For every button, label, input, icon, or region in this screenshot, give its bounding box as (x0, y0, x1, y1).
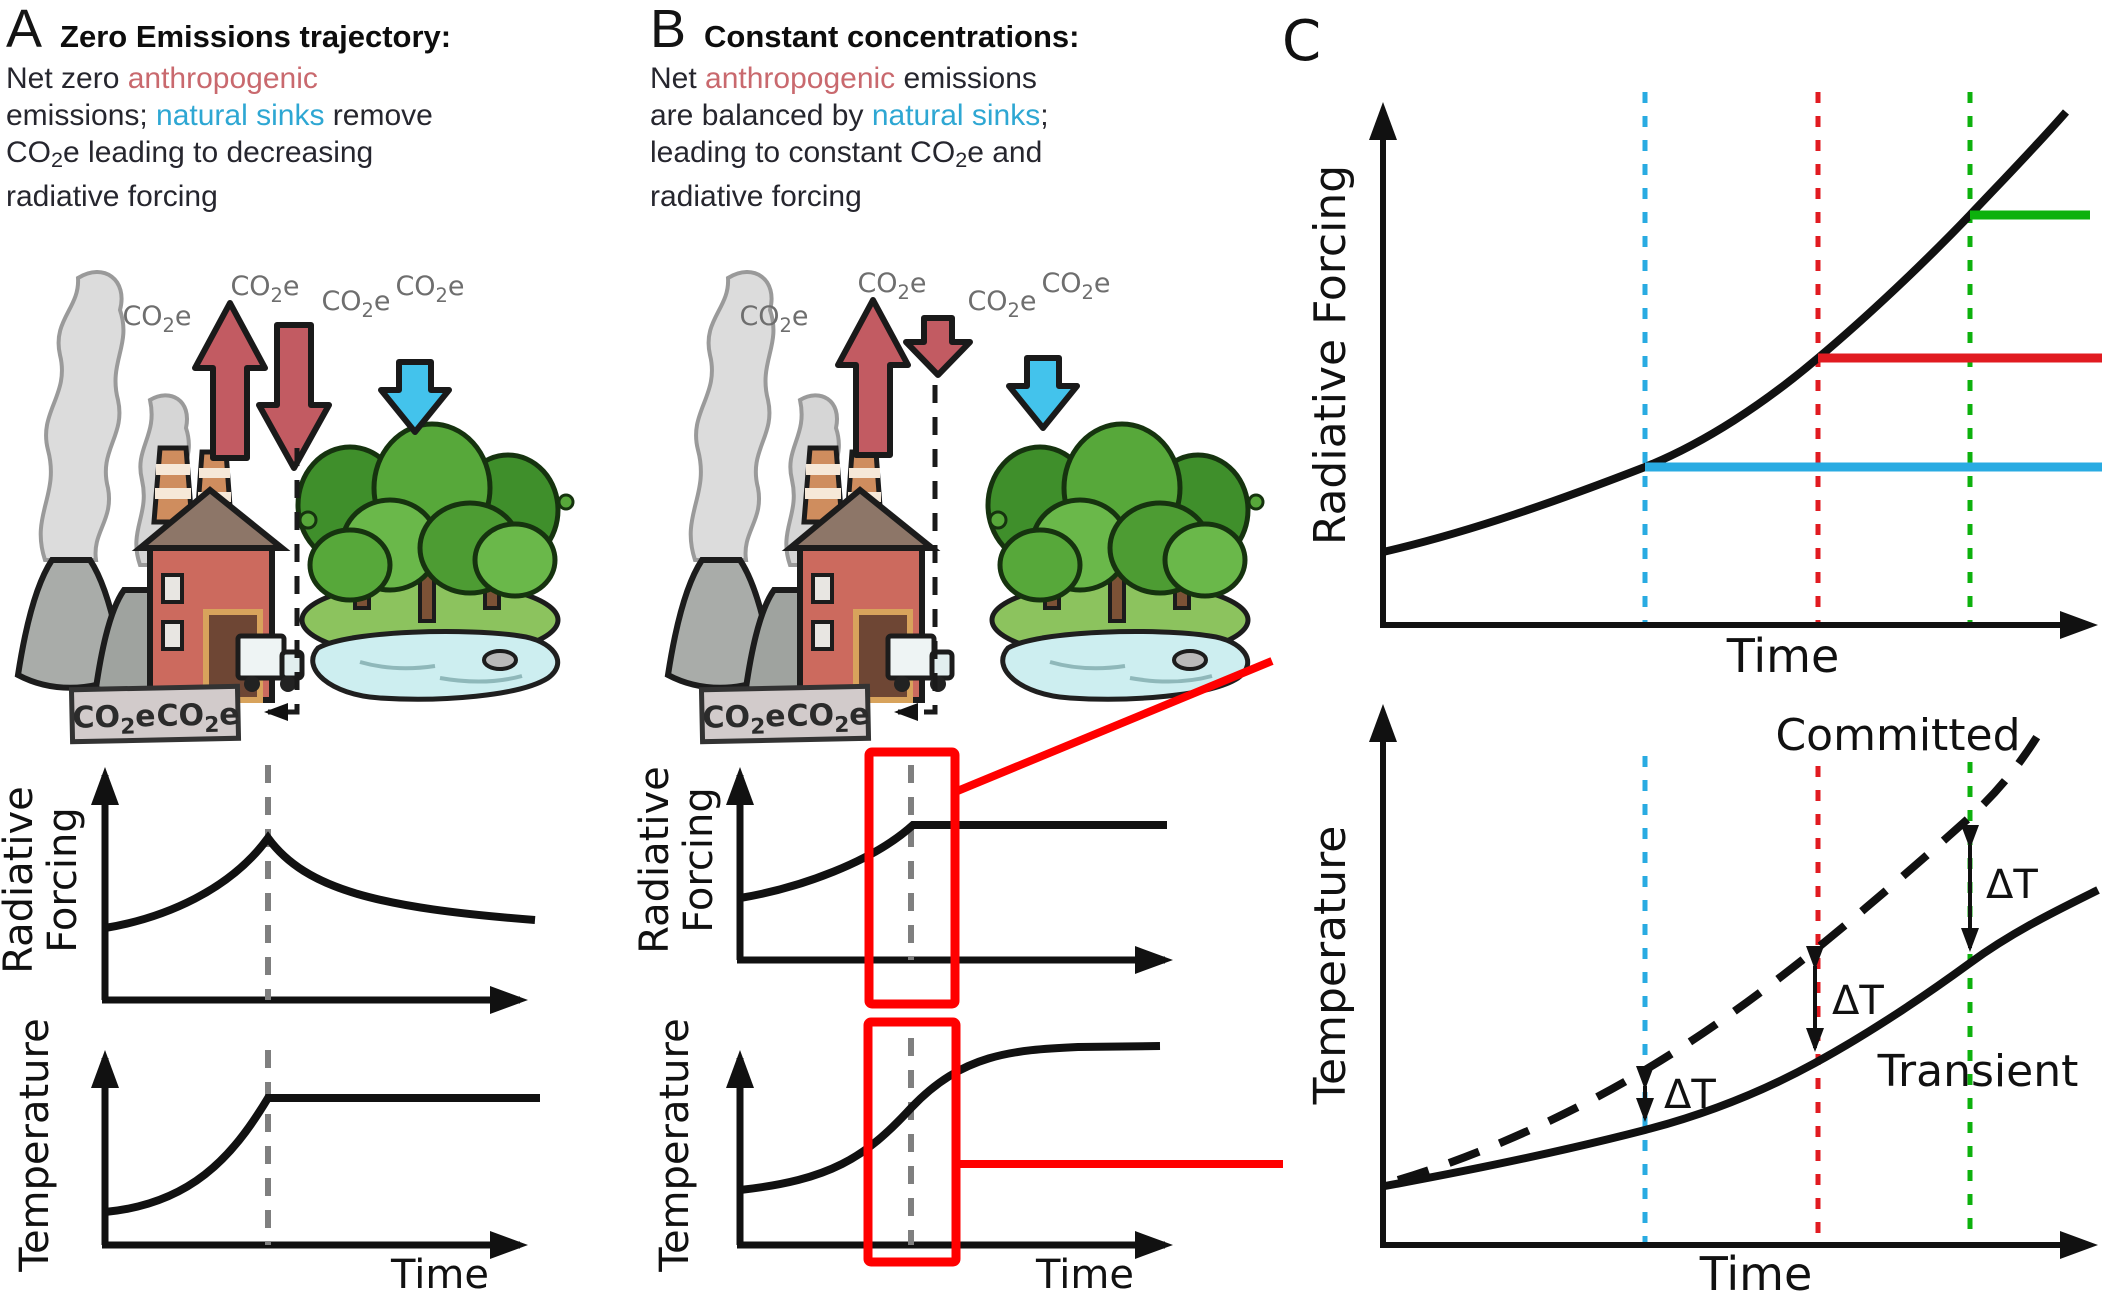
delta-t-label-red: ΔT (1832, 978, 1884, 1024)
highlight-anthropogenic: anthropogenic (127, 62, 318, 95)
co2e-accumulation-box-b: CO2e CO2e (698, 683, 872, 745)
factory-illustration-a (18, 272, 302, 700)
co2e-sky-labels-a: CO2e CO2e CO2e CO2e (122, 271, 464, 337)
co2e-sky-labels-b: CO2e CO2e CO2e CO2e (739, 268, 1110, 337)
svg-text:CO2e: CO2e (230, 271, 299, 307)
highlight-anthropogenic: anthropogenic (705, 62, 896, 95)
panel-a-rf-graph: Radiative Forcing (0, 765, 536, 1014)
rf-ylabel-line1: Radiative (632, 766, 678, 954)
panel-b-body-line-2: are balanced by natural sinks; (650, 99, 1049, 132)
delta-t-label-green: ΔT (1986, 862, 2038, 908)
temp-ylabel: Temperature (652, 1018, 698, 1272)
time-label: Time (390, 1252, 489, 1297)
panel-a-letter: A (6, 0, 43, 59)
panel-b-rf-graph: Radiative Forcing (632, 765, 1173, 974)
panel-b-title: Constant concentrations: (704, 19, 1080, 54)
svg-text:CO2e: CO2e (786, 697, 870, 739)
highlight-natural-sinks: natural sinks (156, 99, 325, 132)
panel-c-rf-graph: Radiative Forcing Time (1305, 92, 2102, 683)
svg-text:CO2e: CO2e (967, 286, 1036, 322)
zoom-callout-diagonal (953, 657, 1274, 796)
svg-text:CO2e: CO2e (702, 699, 786, 741)
natural-sink-arrow-a (378, 359, 452, 435)
temp-curve (739, 1042, 1161, 1194)
balance-dashed-connector-b (894, 385, 938, 721)
panel-b-caption: B Constant concentrations: Net anthropog… (650, 2, 1230, 215)
panel-c-letter: C (1282, 9, 1321, 74)
panel-b-heading: B Constant concentrations: (650, 2, 1230, 56)
committed-curve-dashed (1396, 724, 2047, 1184)
panel-a-title: Zero Emissions trajectory: (60, 19, 452, 54)
co2e-down-arrow-small-b (903, 315, 973, 378)
rf-ylabel: Radiative Forcing (1305, 165, 1356, 545)
zoom-rect-temp (863, 1017, 961, 1267)
rf-ylabel-line2: Forcing (40, 807, 86, 952)
panel-a-body-line-2: emissions; natural sinks remove (6, 99, 433, 132)
time-label: Time (1035, 1252, 1134, 1297)
zoom-rect-rf (864, 747, 960, 1009)
delta-t-label-blue: ΔT (1664, 1072, 1716, 1118)
panel-a-body-line-3: CO2e leading to decreasing (6, 136, 374, 172)
co2e-up-arrow-a (192, 300, 268, 461)
forest-illustration-b (988, 424, 1263, 699)
temp-ylabel: Temperature (12, 1018, 58, 1272)
rf-ylabel-line1: Radiative (0, 786, 42, 974)
rf-curve (1382, 109, 2070, 556)
panel-b-body-line-1: Net anthropogenic emissions (650, 62, 1037, 95)
svg-text:CO2e: CO2e (857, 268, 926, 304)
natural-sink-arrow-b (1006, 355, 1080, 431)
svg-text:CO2e: CO2e (1041, 268, 1110, 304)
panel-a-body-line-4: radiative forcing (6, 179, 218, 213)
co2e-down-arrow-a (256, 322, 332, 471)
panel-a-heading: A Zero Emissions trajectory: (6, 2, 616, 56)
committed-label: Committed (1775, 710, 2020, 761)
rf-curve (739, 821, 1167, 902)
transient-curve-solid (1384, 886, 2100, 1190)
panel-a-caption: A Zero Emissions trajectory: Net zero an… (6, 2, 616, 215)
rf-ylabel-line2: Forcing (676, 787, 722, 932)
panel-a-body-line-1: Net zero anthropogenic (6, 62, 318, 95)
panel-b-temp-graph: Temperature Time (652, 1018, 1173, 1297)
panel-a-temp-graph: Temperature Time (12, 1018, 540, 1297)
svg-text:CO2e: CO2e (72, 699, 156, 741)
svg-text:CO2e: CO2e (739, 301, 808, 337)
factory-illustration-b (668, 272, 952, 700)
panel-b-letter: B (650, 0, 687, 59)
svg-text:CO2e: CO2e (395, 271, 464, 307)
zoom-callouts (863, 657, 1283, 1267)
panel-b-body-line-4: radiative forcing (650, 179, 862, 213)
transient-label: Transient (1877, 1046, 2079, 1097)
co2e-accumulation-box-a: CO2e CO2e (68, 683, 242, 745)
temp-ylabel: Temperature (1305, 826, 1356, 1106)
highlight-natural-sinks: natural sinks (871, 99, 1041, 132)
time-label: Time (1726, 629, 1840, 683)
forest-illustration-a (298, 424, 573, 699)
svg-text:CO2e: CO2e (321, 286, 390, 322)
panel-c-temp-graph: ΔT ΔT ΔT Committed Transient Temperature… (1305, 704, 2100, 1297)
rf-curve (104, 831, 536, 932)
balance-dashed-connector-a (264, 448, 300, 721)
co2e-up-arrow-b (835, 297, 911, 458)
svg-text:CO2e: CO2e (156, 697, 240, 739)
temp-curve (104, 1094, 540, 1216)
panel-b-body-line-3: leading to constant CO2e and (650, 136, 1043, 172)
time-label: Time (1699, 1247, 1813, 1297)
svg-text:CO2e: CO2e (122, 301, 191, 337)
